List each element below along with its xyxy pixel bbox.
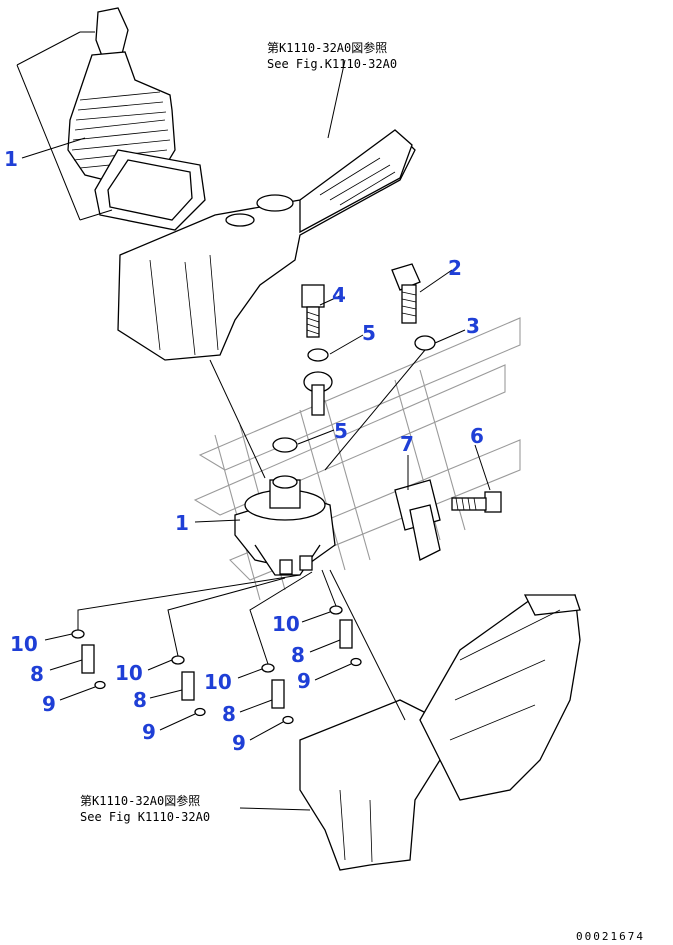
washer-5a bbox=[307, 348, 329, 362]
pilot-valve bbox=[234, 475, 336, 576]
bolt-4 bbox=[301, 284, 325, 338]
ref-bottom-en: See Fig K1110-32A0 bbox=[80, 810, 210, 824]
callout-2: 2 bbox=[448, 256, 462, 280]
watermark-logo bbox=[193, 317, 521, 601]
document-number: 00021674 bbox=[576, 930, 645, 943]
callout-4: 4 bbox=[332, 283, 346, 307]
callout-1-top: 1 bbox=[4, 147, 18, 171]
callout-9c: 9 bbox=[232, 731, 246, 755]
fittings bbox=[81, 619, 353, 709]
callout-6: 6 bbox=[470, 424, 484, 448]
callout-5b: 5 bbox=[334, 419, 348, 443]
plugs bbox=[71, 605, 362, 725]
callout-10a: 10 bbox=[10, 632, 38, 656]
console-cover bbox=[117, 129, 416, 361]
callout-8c: 8 bbox=[222, 702, 236, 726]
washer-5b bbox=[272, 437, 298, 453]
ref-top-jp: 第K1110-32A0図参照 bbox=[267, 40, 387, 55]
bolt-6 bbox=[451, 491, 502, 513]
boot-plate bbox=[94, 149, 206, 231]
callout-9b: 9 bbox=[142, 720, 156, 744]
spacer bbox=[303, 371, 333, 416]
mounting-frame bbox=[299, 594, 581, 871]
callout-5a: 5 bbox=[362, 321, 376, 345]
washer-3 bbox=[414, 335, 436, 351]
callout-10c: 10 bbox=[204, 670, 232, 694]
ref-top-en: See Fig.K1110-32A0 bbox=[267, 57, 397, 71]
ref-bottom-jp: 第K1110-32A0図参照 bbox=[80, 793, 200, 808]
callout-8b: 8 bbox=[133, 688, 147, 712]
callout-1-mid: 1 bbox=[175, 511, 189, 535]
bolt-2 bbox=[391, 263, 421, 324]
callout-10b: 10 bbox=[115, 661, 143, 685]
callout-7: 7 bbox=[400, 432, 414, 456]
callout-3: 3 bbox=[466, 314, 480, 338]
callout-8a: 8 bbox=[30, 662, 44, 686]
bracket-7 bbox=[394, 479, 441, 561]
callout-10d: 10 bbox=[272, 612, 300, 636]
callout-9a: 9 bbox=[42, 692, 56, 716]
callout-8d: 8 bbox=[291, 643, 305, 667]
callout-9d: 9 bbox=[297, 669, 311, 693]
leader-lines bbox=[16, 31, 491, 811]
